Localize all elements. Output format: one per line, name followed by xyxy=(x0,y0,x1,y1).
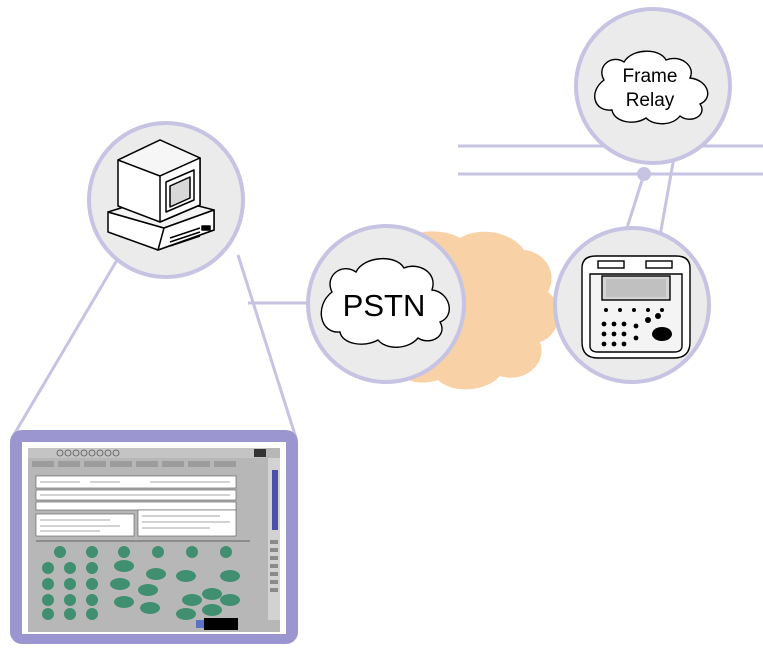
junction-dot-bottom xyxy=(637,167,651,181)
thumbnail-buttons xyxy=(42,546,240,620)
desktop-computer-icon xyxy=(107,139,215,251)
handheld-test-set-icon xyxy=(581,255,691,359)
zoom-line-right xyxy=(236,254,298,439)
cloud-icon xyxy=(320,257,450,348)
computer-node xyxy=(87,121,245,279)
pstn-node: PSTN xyxy=(306,224,466,384)
screenshot-thumbnail xyxy=(10,430,298,644)
frame-relay-label-line2: Relay xyxy=(626,90,675,111)
cloud-icon xyxy=(594,50,709,125)
pstn-label: PSTN xyxy=(343,288,426,323)
frame-relay-node: Frame Relay xyxy=(574,7,732,165)
frame-relay-label-line1: Frame xyxy=(623,66,678,87)
handheld-node xyxy=(553,226,711,384)
link-handheld-line-a xyxy=(625,173,646,229)
zoom-line-left xyxy=(10,254,122,439)
handheld-keypad xyxy=(601,308,672,347)
